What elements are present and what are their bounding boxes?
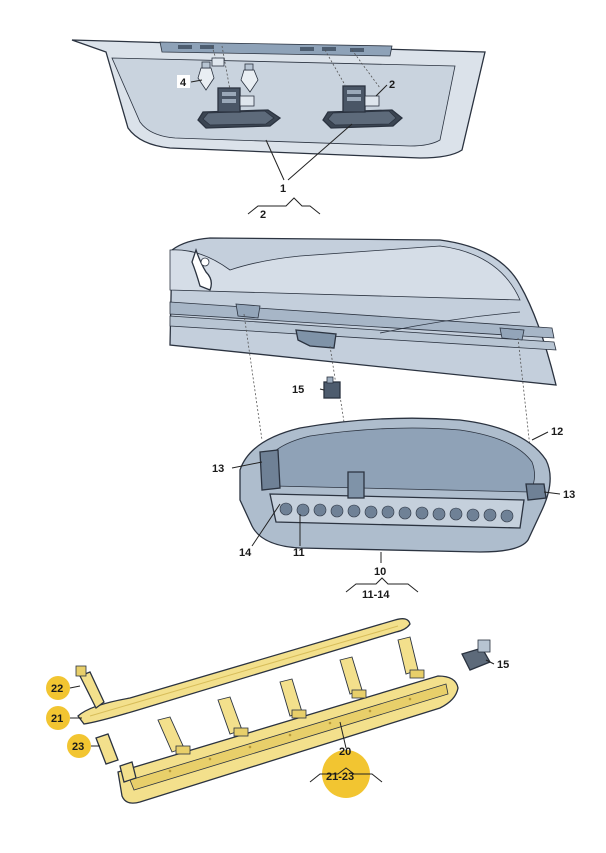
bulb-holder-15-bottom	[461, 639, 491, 671]
callout-11-14: 11-14	[362, 589, 390, 601]
callout-15-top: 15	[292, 384, 304, 396]
callout-11: 11	[293, 547, 305, 559]
housing-mount-center	[295, 329, 337, 349]
led-strip-assembly: 22 21 23 20 21-23 15	[46, 618, 509, 804]
tailgate-rail	[169, 301, 555, 339]
clip-part-4b	[240, 63, 259, 93]
callout-13-left: 13	[212, 463, 224, 475]
mounting-slot-strip	[159, 41, 393, 57]
housing-bracket-right	[525, 483, 547, 501]
housing-bracket-left	[259, 449, 281, 491]
end-clip	[119, 761, 137, 783]
highlight-circle-22	[46, 676, 70, 700]
callout-2-group: 2	[260, 209, 266, 221]
callout-2-lamp: 2	[389, 79, 395, 91]
callout-13-right: 13	[563, 489, 575, 501]
roof-liner-inner	[111, 57, 456, 147]
clip-23	[95, 733, 119, 765]
housing-center-post	[347, 471, 365, 499]
callout-20: 20	[339, 746, 351, 758]
clip-part-4a	[197, 61, 215, 91]
interior-lamp-right	[322, 85, 404, 129]
clip-part-4c	[211, 57, 225, 67]
bulb-holder-15-top	[323, 376, 341, 399]
brake-light-housing-cavity	[261, 427, 535, 493]
highlight-circle-20	[322, 750, 370, 798]
highlight-circle-23	[67, 734, 91, 758]
clip-tabs	[157, 636, 419, 753]
housing-mount-left	[235, 303, 261, 319]
callout-12: 12	[551, 426, 563, 438]
callout-21-23: 21-23	[326, 771, 354, 783]
housing-mount-right	[499, 327, 525, 341]
callout-21: 21	[51, 713, 63, 725]
interior-lamp-assembly: 4 2 1 2	[71, 39, 486, 221]
callout-4: 4	[180, 77, 187, 89]
interior-lamp-left	[197, 87, 282, 129]
callout-22: 22	[51, 683, 63, 695]
callout-14: 14	[239, 547, 252, 559]
mounting-slots	[178, 45, 364, 52]
led-array	[279, 502, 514, 523]
callout-10: 10	[374, 566, 386, 578]
connector-22	[75, 665, 105, 709]
tailgate-upper-surface	[169, 245, 521, 301]
highlight-circle-21	[46, 706, 70, 730]
callout-15-bottom: 15	[497, 659, 509, 671]
tab-bases	[175, 669, 425, 755]
callout-23: 23	[72, 741, 84, 753]
callout-1: 1	[280, 183, 286, 195]
brake-light-housing-assembly: 15 13 12 13 14 11 10 11-14	[169, 237, 575, 601]
lamp-bar-dots	[168, 697, 412, 773]
